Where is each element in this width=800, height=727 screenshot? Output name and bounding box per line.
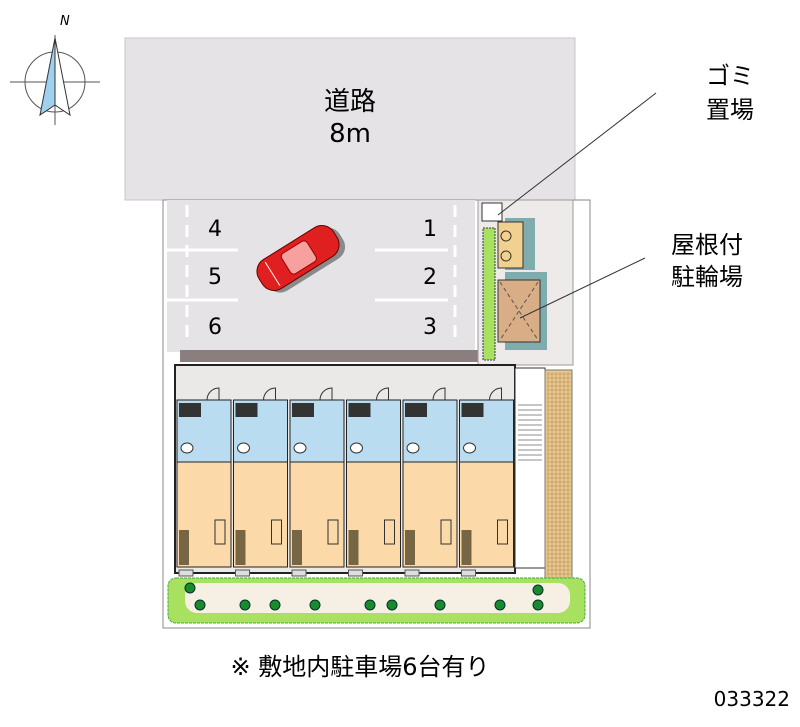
- tree-icon: [269, 599, 281, 611]
- road-width: 8m: [329, 119, 371, 149]
- tree-icon: [239, 599, 251, 611]
- parking-space-2: 2: [423, 265, 437, 290]
- tree-icon: [184, 582, 196, 594]
- tree-icon: [194, 599, 206, 611]
- apartment-unit: [459, 387, 514, 577]
- tree-icon: [434, 599, 446, 611]
- tree-icon: [532, 599, 544, 611]
- tree-icon: [532, 584, 544, 596]
- parking-edge: [180, 350, 480, 362]
- property-id: 033322: [714, 687, 790, 711]
- garbage-label-1: ゴミ: [706, 62, 754, 90]
- hedge: [482, 227, 496, 361]
- parking-note: ※ 敷地内駐車場6台有り: [230, 653, 489, 681]
- stairs: [514, 367, 546, 569]
- north-label: N: [60, 14, 70, 29]
- tree-icon: [494, 599, 506, 611]
- tree-icon: [386, 599, 398, 611]
- parking-space-4: 4: [208, 217, 222, 242]
- parking-space-3: 3: [423, 315, 437, 340]
- bicycle-label-1: 屋根付: [671, 231, 743, 259]
- bicycle-label-2: 駐輪場: [671, 263, 743, 291]
- garbage-label-2: 置場: [706, 96, 754, 124]
- apartment-building: [174, 364, 573, 601]
- garbage-area: [497, 221, 524, 269]
- road-label: 道路: [324, 87, 376, 117]
- car-icon: [256, 225, 346, 293]
- apartment-unit: [176, 387, 232, 577]
- apartment-unit: [402, 387, 458, 577]
- road: [124, 37, 576, 201]
- parking-space-6: 6: [208, 315, 222, 340]
- parking-space-1: 1: [423, 217, 437, 242]
- tiled-walkway: [544, 369, 573, 601]
- garbage-callout-line: [497, 92, 657, 216]
- tree-icon: [309, 599, 321, 611]
- compass-icon: N: [10, 14, 100, 125]
- apartment-unit: [346, 387, 401, 577]
- apartment-unit: [233, 387, 288, 577]
- bicycle-callout-line: [519, 257, 646, 319]
- tree-icon: [364, 599, 376, 611]
- parking-space-5: 5: [208, 265, 222, 290]
- apartment-unit: [289, 387, 345, 577]
